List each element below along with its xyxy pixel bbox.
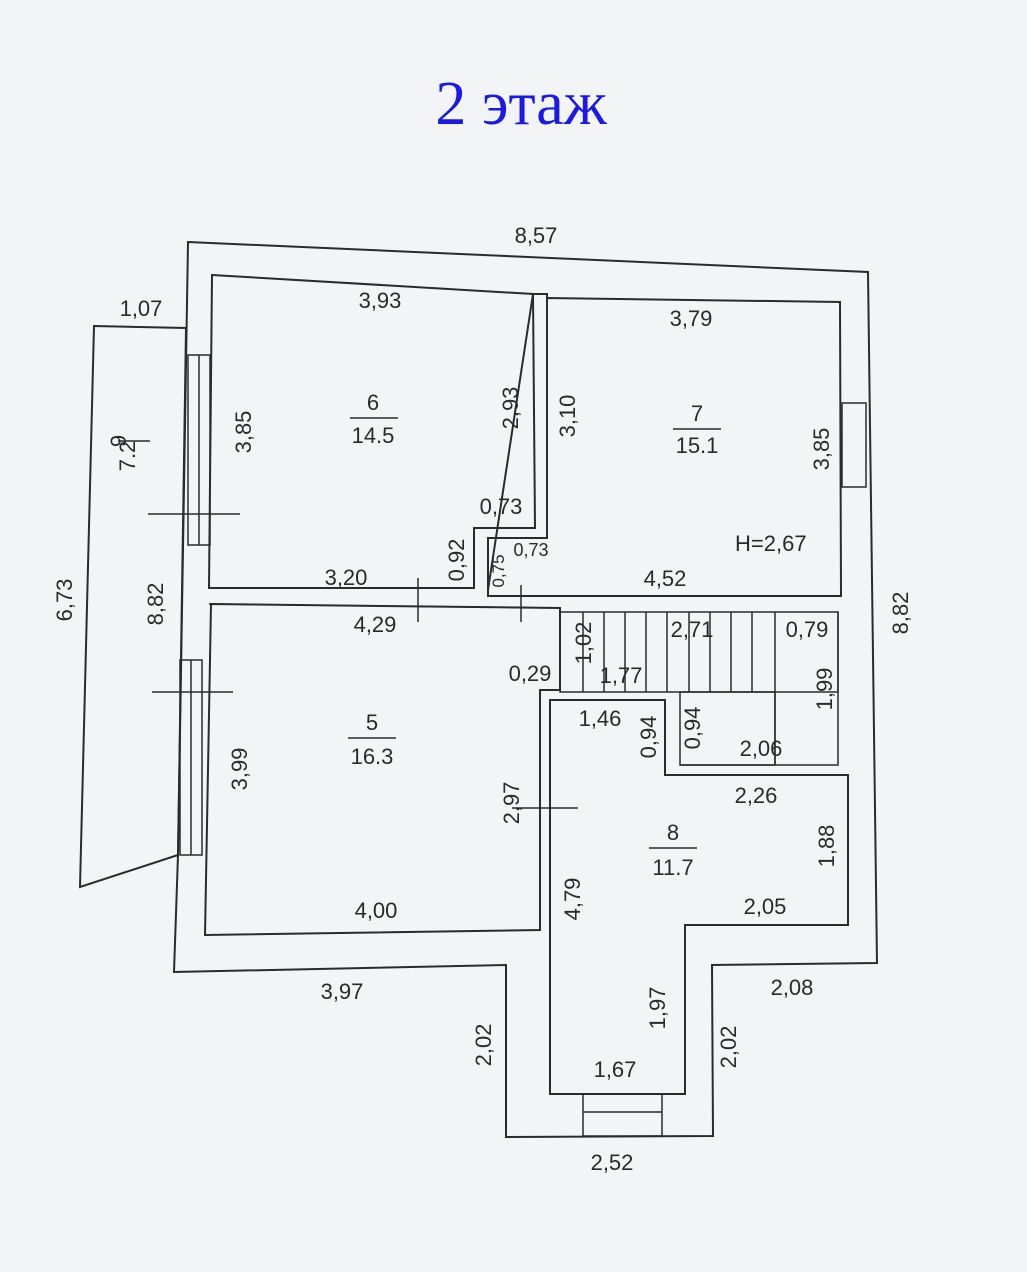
svg-text:3,97: 3,97 bbox=[321, 979, 364, 1004]
svg-text:3,85: 3,85 bbox=[809, 428, 834, 471]
svg-text:5: 5 bbox=[366, 710, 378, 735]
ceiling-height: H=2,67 bbox=[735, 531, 807, 556]
svg-text:8,82: 8,82 bbox=[143, 583, 168, 626]
svg-text:1,07: 1,07 bbox=[120, 296, 163, 321]
svg-text:2,93: 2,93 bbox=[498, 387, 523, 430]
svg-text:1,46: 1,46 bbox=[579, 706, 622, 731]
svg-text:7.2: 7.2 bbox=[115, 441, 140, 472]
svg-text:0,73: 0,73 bbox=[480, 494, 523, 519]
svg-text:0,94: 0,94 bbox=[636, 716, 661, 759]
room-5-label: 5 16.3 bbox=[348, 710, 396, 769]
svg-text:11.7: 11.7 bbox=[652, 855, 693, 880]
svg-text:2,52: 2,52 bbox=[591, 1150, 634, 1175]
room-7-outline bbox=[487, 296, 843, 597]
dimensions-horizontal: 8,57 1,07 3,93 3,79 0,73 0,73 3,20 4,52 … bbox=[120, 223, 829, 1175]
svg-text:3,79: 3,79 bbox=[670, 306, 713, 331]
svg-text:3,85: 3,85 bbox=[231, 411, 256, 454]
outer-wall bbox=[172, 240, 879, 1139]
svg-text:1,77: 1,77 bbox=[600, 663, 643, 688]
svg-text:14.5: 14.5 bbox=[352, 423, 395, 448]
svg-text:2,02: 2,02 bbox=[716, 1026, 741, 1069]
svg-text:0,73: 0,73 bbox=[513, 540, 548, 560]
svg-text:8: 8 bbox=[667, 820, 679, 845]
svg-text:6,73: 6,73 bbox=[52, 579, 77, 622]
svg-text:4,29: 4,29 bbox=[354, 612, 397, 637]
room-7-label: 7 15.1 bbox=[673, 401, 721, 458]
room-5-outline bbox=[203, 602, 561, 937]
svg-text:2,06: 2,06 bbox=[740, 736, 783, 761]
svg-text:0,79: 0,79 bbox=[786, 617, 829, 642]
svg-text:3,99: 3,99 bbox=[227, 748, 252, 791]
floor-title: 2 этаж bbox=[435, 70, 607, 138]
svg-text:15.1: 15.1 bbox=[676, 433, 719, 458]
svg-text:7: 7 bbox=[691, 401, 703, 426]
stair-right-wall bbox=[680, 612, 839, 766]
svg-text:2,02: 2,02 bbox=[471, 1024, 496, 1067]
svg-text:0,94: 0,94 bbox=[680, 707, 705, 750]
svg-text:16.3: 16.3 bbox=[351, 744, 394, 769]
room-9-label: 9 7.2 bbox=[106, 435, 150, 471]
svg-text:0,75: 0,75 bbox=[489, 554, 508, 587]
window-right bbox=[841, 402, 867, 488]
svg-text:4,79: 4,79 bbox=[560, 878, 585, 921]
svg-text:1,02: 1,02 bbox=[571, 622, 596, 665]
dimensions-vertical: 6,73 8,82 8,82 3,85 2,93 3,10 3,85 0,92 … bbox=[52, 387, 913, 1069]
room-6-label: 6 14.5 bbox=[350, 390, 398, 448]
svg-text:4,00: 4,00 bbox=[355, 898, 398, 923]
svg-text:1,97: 1,97 bbox=[645, 987, 670, 1030]
door-marks bbox=[148, 513, 578, 809]
stair-steps bbox=[582, 612, 776, 765]
svg-text:2,97: 2,97 bbox=[499, 782, 524, 825]
svg-text:3,93: 3,93 bbox=[359, 288, 402, 313]
svg-text:2,71: 2,71 bbox=[671, 617, 714, 642]
svg-text:3,20: 3,20 bbox=[325, 565, 368, 590]
svg-text:1,99: 1,99 bbox=[812, 668, 837, 711]
room-8-label: 8 11.7 bbox=[649, 820, 697, 880]
svg-text:2,26: 2,26 bbox=[735, 783, 778, 808]
svg-text:6: 6 bbox=[367, 390, 379, 415]
svg-text:8,82: 8,82 bbox=[888, 592, 913, 635]
svg-text:3,10: 3,10 bbox=[555, 395, 580, 438]
svg-text:1,67: 1,67 bbox=[594, 1057, 637, 1082]
svg-text:1,88: 1,88 bbox=[814, 825, 839, 868]
svg-text:0,92: 0,92 bbox=[444, 539, 469, 582]
svg-text:2,08: 2,08 bbox=[771, 975, 814, 1000]
window-bottom bbox=[582, 1093, 663, 1137]
room-8-outline bbox=[549, 699, 849, 1095]
svg-text:0,29: 0,29 bbox=[509, 661, 552, 686]
svg-text:4,52: 4,52 bbox=[644, 566, 687, 591]
svg-text:2,05: 2,05 bbox=[744, 894, 787, 919]
svg-text:8,57: 8,57 bbox=[515, 223, 558, 248]
balcony-outline bbox=[78, 324, 188, 889]
